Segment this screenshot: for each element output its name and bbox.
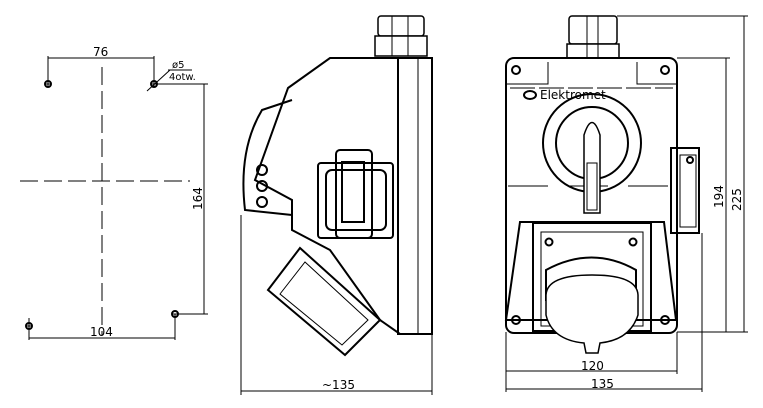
dim-120: 120 xyxy=(581,359,604,373)
angled-plug xyxy=(266,246,382,357)
hole-count-label: 4otw. xyxy=(169,72,196,83)
dim-side-width: ~135 xyxy=(322,378,355,392)
hole-diameter-label: ø5 xyxy=(172,60,184,71)
dim-104: 104 xyxy=(90,325,113,339)
mounting-hole-pattern xyxy=(20,56,208,340)
front-view: Elektromet xyxy=(504,15,748,392)
side-view xyxy=(240,15,433,395)
front-socket xyxy=(504,221,678,354)
side-socket-profile xyxy=(670,147,700,234)
dim-194: 194 xyxy=(712,185,726,208)
cable-gland xyxy=(566,15,620,59)
brand-logo-icon xyxy=(523,90,537,100)
brand-logo-text: Elektromet xyxy=(540,88,606,102)
side-dome xyxy=(242,99,293,216)
dim-164: 164 xyxy=(191,187,205,210)
cable-gland xyxy=(374,15,428,57)
dim-135: 135 xyxy=(591,377,614,391)
dim-225: 225 xyxy=(730,188,744,211)
rotary-switch xyxy=(542,93,642,214)
side-socket xyxy=(317,149,394,239)
dim-76: 76 xyxy=(93,45,108,59)
